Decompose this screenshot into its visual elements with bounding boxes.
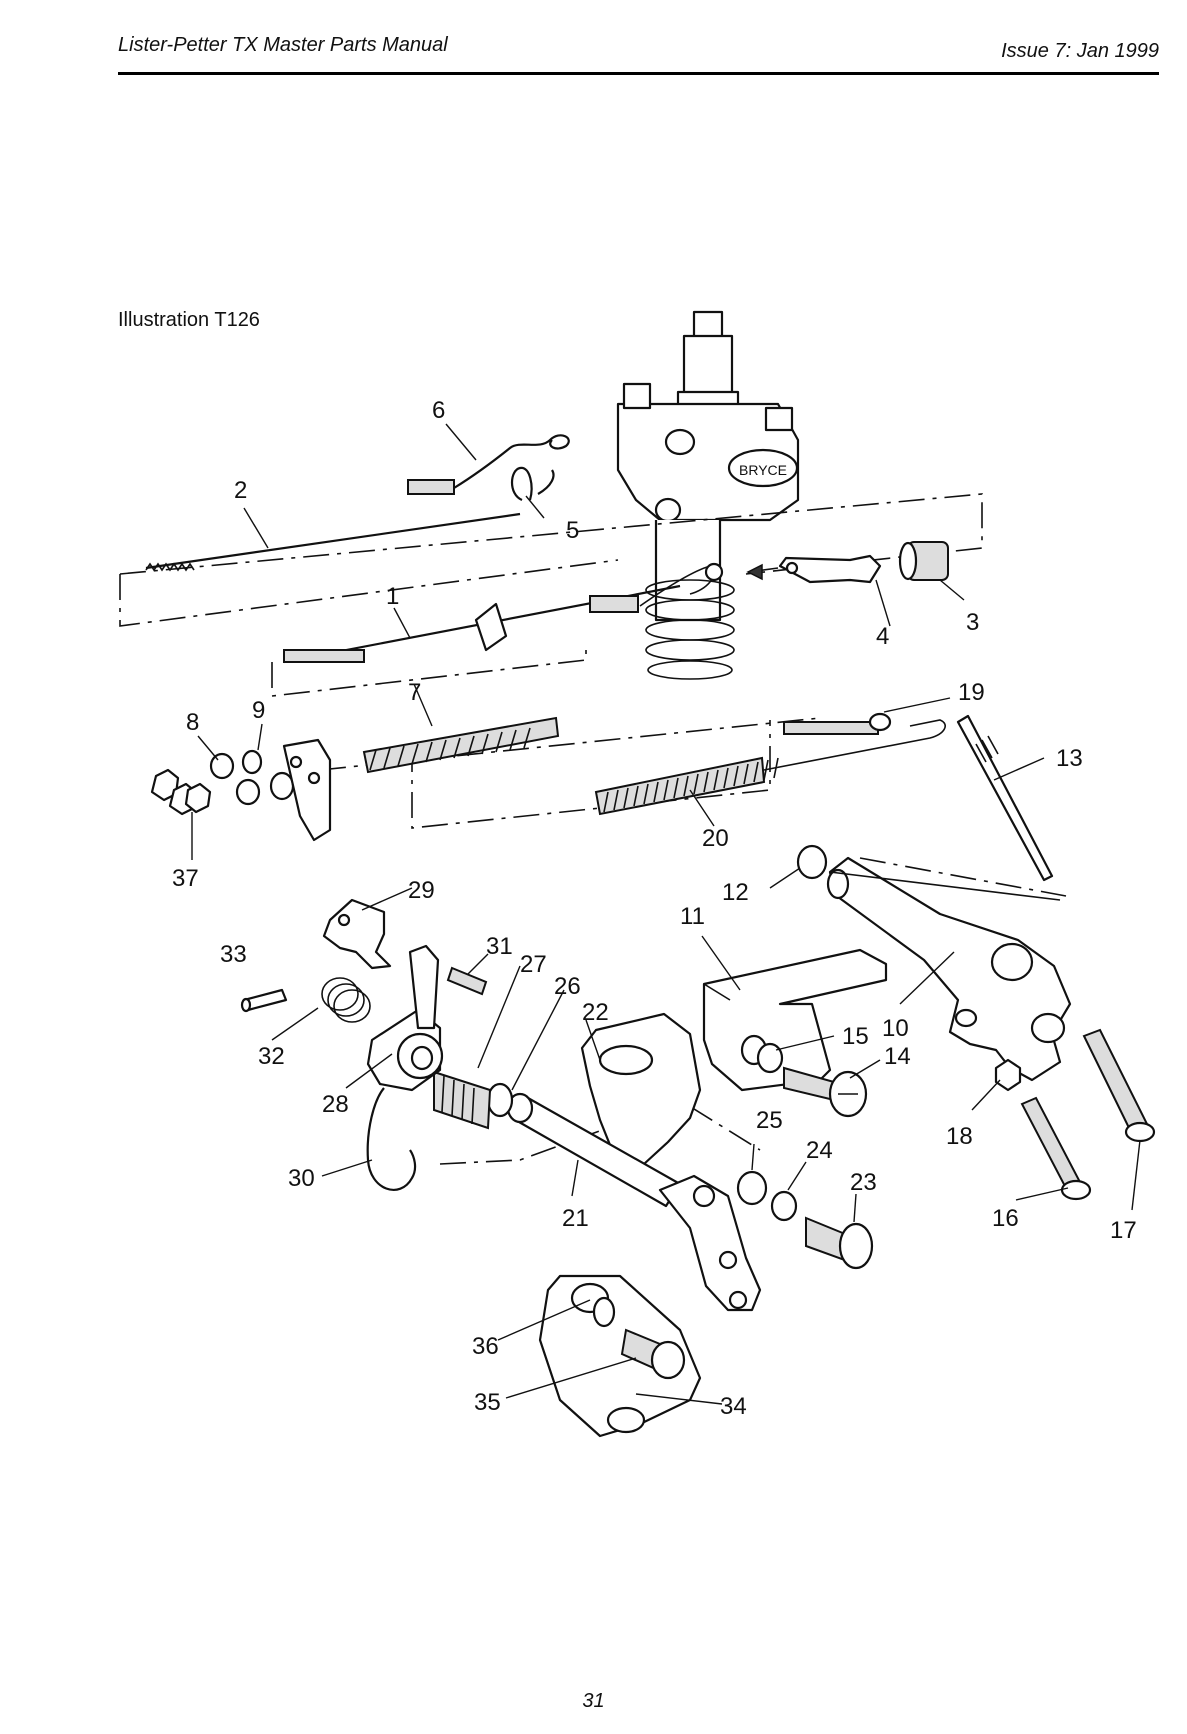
- part-4-link: [778, 554, 882, 584]
- callout-19: 19: [958, 679, 985, 706]
- callout-3: 3: [966, 609, 979, 636]
- part-26-ring: [486, 1082, 514, 1118]
- callout-36: 36: [472, 1333, 499, 1360]
- part-3-knob: [898, 541, 949, 581]
- part-14-screw: [783, 1066, 868, 1118]
- part-12-oring: [796, 844, 828, 880]
- callout-31: 31: [486, 933, 513, 960]
- callout-23: 23: [850, 1169, 877, 1196]
- part-23-bolt: [805, 1216, 874, 1270]
- callout-7: 7: [408, 679, 421, 706]
- part-13-pin: [956, 714, 1054, 882]
- callout-37: 37: [172, 865, 199, 892]
- part-1-stop-rod: [283, 562, 724, 664]
- part-2-rod: [145, 512, 521, 572]
- part-10-lever: [826, 856, 1072, 1082]
- pump-plunger-spring: [645, 579, 735, 680]
- callout-24: 24: [806, 1137, 833, 1164]
- callout-2: 2: [234, 477, 247, 504]
- callout-18: 18: [946, 1123, 973, 1150]
- callout-25: 25: [756, 1107, 783, 1134]
- part-6-spring: [407, 434, 570, 495]
- part-25-washer: [736, 1170, 768, 1206]
- manual-title: Lister-Petter TX Master Parts Manual: [118, 34, 448, 56]
- callout-11: 11: [680, 903, 705, 930]
- illustration-caption: Illustration T126: [118, 309, 260, 331]
- part-18-nut: [994, 1058, 1022, 1092]
- part-36-washer: [592, 1296, 616, 1328]
- callout-14: 14: [884, 1043, 911, 1070]
- callout-5: 5: [566, 517, 579, 544]
- callout-16: 16: [992, 1205, 1019, 1232]
- callout-27: 27: [520, 951, 547, 978]
- part-35-screw: [620, 1328, 686, 1380]
- parts-8-9-37-fasteners: [150, 738, 332, 842]
- issue-date: Issue 7: Jan 1999: [1001, 40, 1159, 62]
- callout-32: 32: [258, 1043, 285, 1070]
- callout-34: 34: [720, 1393, 747, 1420]
- part-33-pin: [240, 988, 288, 1013]
- page-number: 31: [582, 1690, 605, 1712]
- part-32-spring: [321, 977, 371, 1023]
- fuel-pump-body: BRYCE: [616, 310, 800, 680]
- part-15-washer: [740, 1034, 784, 1074]
- part-31-pin: [446, 966, 488, 996]
- header-rule: [118, 72, 1159, 75]
- pump-marking: BRYCE: [739, 462, 787, 478]
- callout-1: 1: [386, 583, 399, 610]
- part-30-clip: [366, 1087, 417, 1191]
- callout-9: 9: [252, 697, 265, 724]
- callout-29: 29: [408, 877, 435, 904]
- callout-labels: 1 2 3 4 5 6 7 8 9 10 11 12 13 14 15 16 1…: [172, 397, 1137, 1420]
- callout-35: 35: [474, 1389, 501, 1416]
- callout-17: 17: [1110, 1217, 1137, 1244]
- callout-15: 15: [842, 1023, 869, 1050]
- callout-13: 13: [1056, 745, 1083, 772]
- callout-30: 30: [288, 1165, 315, 1192]
- callout-21: 21: [562, 1205, 589, 1232]
- callout-6: 6: [432, 397, 445, 424]
- callout-10: 10: [882, 1015, 909, 1042]
- callout-12: 12: [722, 879, 749, 906]
- leader-lines: [191, 423, 1141, 1405]
- callout-8: 8: [186, 709, 199, 736]
- callout-22: 22: [582, 999, 609, 1026]
- callout-28: 28: [322, 1091, 349, 1118]
- part-19-pin: [783, 712, 892, 735]
- part-27-spring: [433, 1070, 492, 1130]
- part-17-screw: [1082, 1028, 1156, 1143]
- shaft-lever-arm: [658, 1174, 762, 1312]
- part-5-clip: [510, 466, 555, 502]
- part-29-plate: [322, 898, 392, 970]
- part-20-governor-spring: [594, 719, 946, 816]
- part-28-lever: [366, 944, 444, 1092]
- callout-33: 33: [220, 941, 247, 968]
- part-24-washer: [770, 1190, 798, 1222]
- callout-4: 4: [876, 623, 889, 650]
- part-7-spring: [362, 716, 560, 774]
- part-16-screw: [1020, 1096, 1092, 1201]
- callout-20: 20: [702, 825, 729, 852]
- part-11-bracket: [702, 948, 888, 1092]
- callout-26: 26: [554, 973, 581, 1000]
